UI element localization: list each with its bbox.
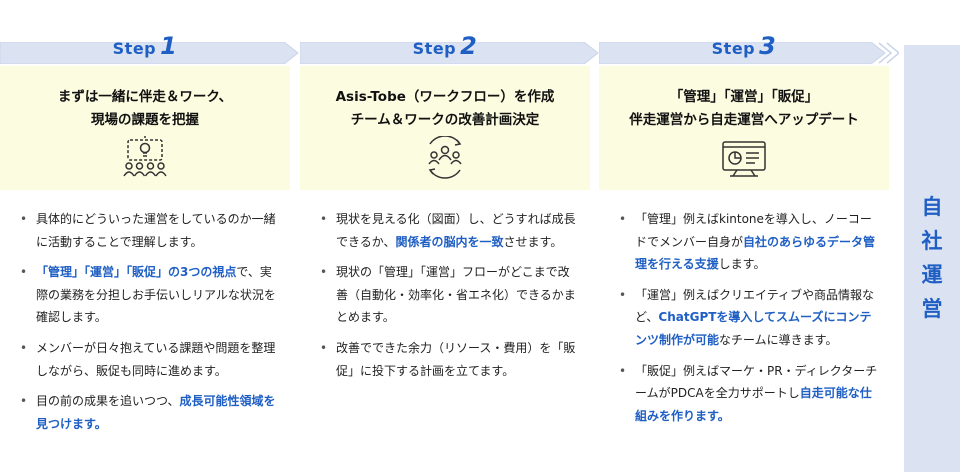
step-3-points: 「管理」例えばkintoneを導入し、ノーコードでメンバー自身が自社のあらゆるデ… [617, 208, 879, 435]
step-2-title: Asis-Tobe（ワークフロー）を作成 チーム＆ワークの改善計画決定 [335, 89, 555, 128]
step-1-title: まずは一緒に伴走＆ワーク、 現場の課題を把握 [57, 89, 233, 128]
highlight-text: ChatGPTを導入してスムーズにコンテンツ制作が可能 [635, 310, 872, 347]
idea-team-icon [123, 136, 167, 177]
step-1-points: 具体的にどういった運営をしているのか一緒に活動することで理解します。「管理」「運… [18, 208, 280, 443]
point-item: 「運営」例えばクリエイティブや商品情報など、ChatGPTを導入してスムーズにコ… [617, 284, 879, 352]
point-item: メンバーが日々抱えている課題や問題を整理しながら、販促も同時に進めます。 [18, 337, 280, 382]
step-2-header: Asis-Tobe（ワークフロー）を作成 チーム＆ワークの改善計画決定 [300, 66, 590, 190]
dashboard-icon [722, 141, 766, 177]
point-item: 具体的にどういった運営をしているのか一緒に活動することで理解します。 [18, 208, 280, 253]
point-item: 目の前の成果を追いつつ、成長可能性領域を見つけます。 [18, 390, 280, 435]
step-3-header: 「管理」「運営」「販促」 伴走運営から自走運営へアップデート [599, 66, 889, 190]
point-text: 現状を見える化（図面）し、どうすれば成長できるか、 [336, 212, 576, 249]
highlight-text: 成長可能性領域を見つけます。 [36, 394, 276, 431]
point-item: 「管理」「運営」「販促」の3つの視点で、実際の業務を分担しお手伝いしリアルな状況… [18, 261, 280, 329]
point-item: 現状の「管理」「運営」フローがどこまで改善（自動化・効率化・省エネ化）できるかま… [318, 261, 580, 329]
point-text: させます。 [503, 234, 563, 249]
step-3-title: 「管理」「運営」「販促」 伴走運営から自走運営へアップデート [629, 89, 859, 128]
point-text: します。 [718, 257, 766, 272]
point-item: 「管理」例えばkintoneを導入し、ノーコードでメンバー自身が自社のあらゆるデ… [617, 208, 879, 276]
step-1-header: まずは一緒に伴走＆ワーク、 現場の課題を把握 [0, 66, 290, 190]
point-text: メンバーが日々抱えている課題や問題を整理しながら、販促も同時に進めます。 [36, 340, 276, 378]
highlight-text: 関係者の脳内を一致 [395, 234, 504, 249]
step-2-arrow-shape [300, 42, 599, 64]
step-3-arrow-shape [599, 42, 899, 64]
point-text: 目の前の成果を追いつつ、 [36, 394, 180, 409]
highlight-text: 自社のあらゆるデータ管理を行える支援 [635, 234, 876, 272]
side-title: 自 社 運 営 [921, 195, 943, 321]
team-cycle-icon [428, 136, 462, 179]
step-1-arrow-shape [0, 42, 299, 64]
highlight-text: 自走可能な仕組みを作ります。 [635, 386, 872, 423]
point-text: なチームに導きます。 [719, 332, 838, 347]
step-2-points: 現状を見える化（図面）し、どうすれば成長できるか、関係者の脳内を一致させます。現… [318, 208, 580, 390]
point-text: 「管理」例えばkintoneを導入し、ノーコードでメンバー自身が [635, 212, 872, 249]
side-panel: 自 社 運 営 [904, 45, 960, 472]
point-text: 「販促」例えばマーケ・PR・ディレクターチームがPDCAを全力サポートし [635, 363, 878, 401]
point-text: 具体的にどういった運営をしているのか一緒に活動することで理解します。 [36, 212, 276, 249]
point-item: 「販促」例えばマーケ・PR・ディレクターチームがPDCAを全力サポートし自走可能… [617, 360, 879, 428]
point-text: で、実際の業務を分担しお手伝いしリアルな状況を確認します。 [36, 265, 276, 325]
point-text: 改善でできた余力（リソース・費用）を「販促」に投下する計画を立てます。 [336, 340, 576, 378]
point-item: 改善でできた余力（リソース・費用）を「販促」に投下する計画を立てます。 [318, 337, 580, 382]
point-text: 現状の「管理」「運営」フローがどこまで改善（自動化・効率化・省エネ化）できるかま… [336, 265, 576, 325]
point-text: 「運営」例えばクリエイティブや商品情報など、 [635, 287, 875, 325]
point-item: 現状を見える化（図面）し、どうすれば成長できるか、関係者の脳内を一致させます。 [318, 208, 580, 253]
highlight-text: 「管理」「運営」「販促」の3つの視点 [36, 265, 237, 280]
